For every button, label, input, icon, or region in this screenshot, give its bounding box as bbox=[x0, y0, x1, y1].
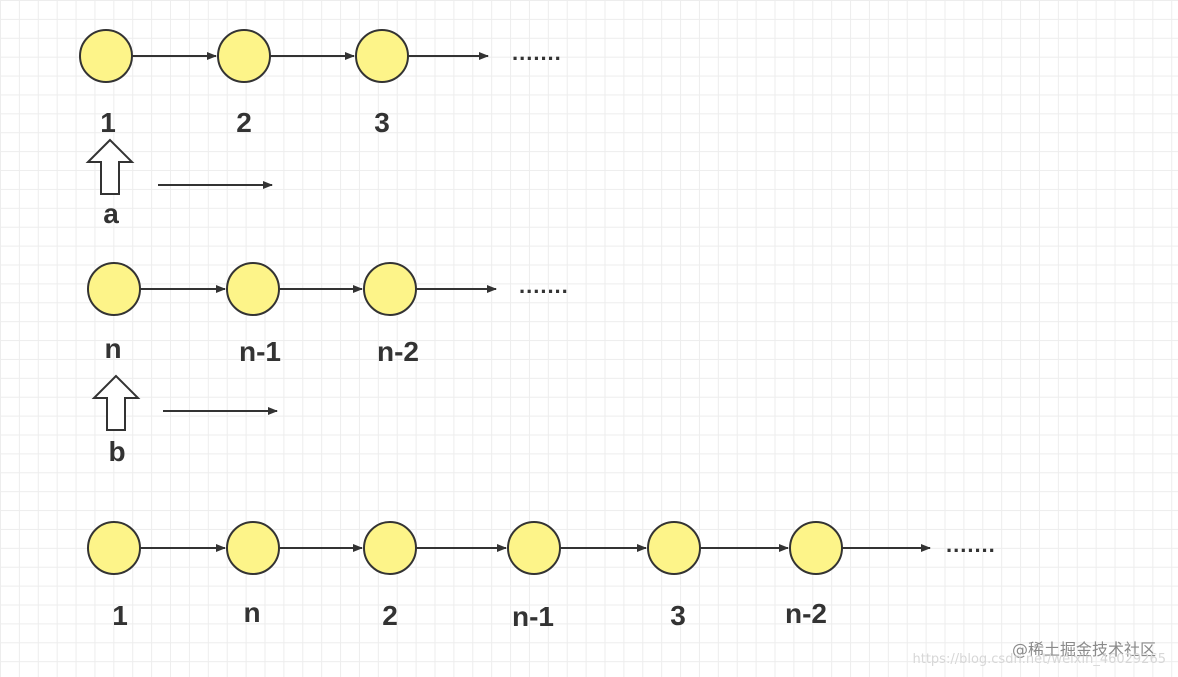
row1-node-1 bbox=[79, 29, 133, 83]
row3-node-n-1 bbox=[507, 521, 561, 575]
node-label: n bbox=[104, 333, 122, 364]
row3-node-n-2 bbox=[789, 521, 843, 575]
ellipsis: ....... bbox=[519, 273, 569, 298]
node-label: 2 bbox=[382, 600, 398, 631]
row3-node-n bbox=[226, 521, 280, 575]
node-label: 3 bbox=[670, 600, 686, 631]
up-arrow-icon bbox=[85, 138, 135, 195]
row3-node-1 bbox=[87, 521, 141, 575]
row1-node-2 bbox=[217, 29, 271, 83]
node-label: n-2 bbox=[377, 336, 419, 367]
node-label: 1 bbox=[112, 600, 128, 631]
up-arrow-icon bbox=[91, 374, 141, 431]
step-b-label: b bbox=[108, 436, 126, 467]
row2-node-n-1 bbox=[226, 262, 280, 316]
node-label: 3 bbox=[374, 107, 390, 138]
row3-node-3 bbox=[647, 521, 701, 575]
row2-node-n bbox=[87, 262, 141, 316]
node-label: n-1 bbox=[239, 336, 281, 367]
row1-node-3 bbox=[355, 29, 409, 83]
row2-node-n-2 bbox=[363, 262, 417, 316]
node-label: 2 bbox=[236, 107, 252, 138]
ellipsis: ....... bbox=[512, 40, 562, 65]
node-label: 1 bbox=[100, 107, 116, 138]
watermark-site: @稀土掘金技术社区 bbox=[1011, 640, 1156, 659]
node-label: n-1 bbox=[512, 601, 554, 632]
step-a-label: a bbox=[103, 198, 119, 229]
node-label: n-2 bbox=[785, 598, 827, 629]
row3-node-2 bbox=[363, 521, 417, 575]
ellipsis: ....... bbox=[946, 532, 996, 557]
watermark-url: https://blog.csdn.net/weixin_46029265 bbox=[912, 652, 1166, 667]
node-label: n bbox=[243, 597, 261, 628]
